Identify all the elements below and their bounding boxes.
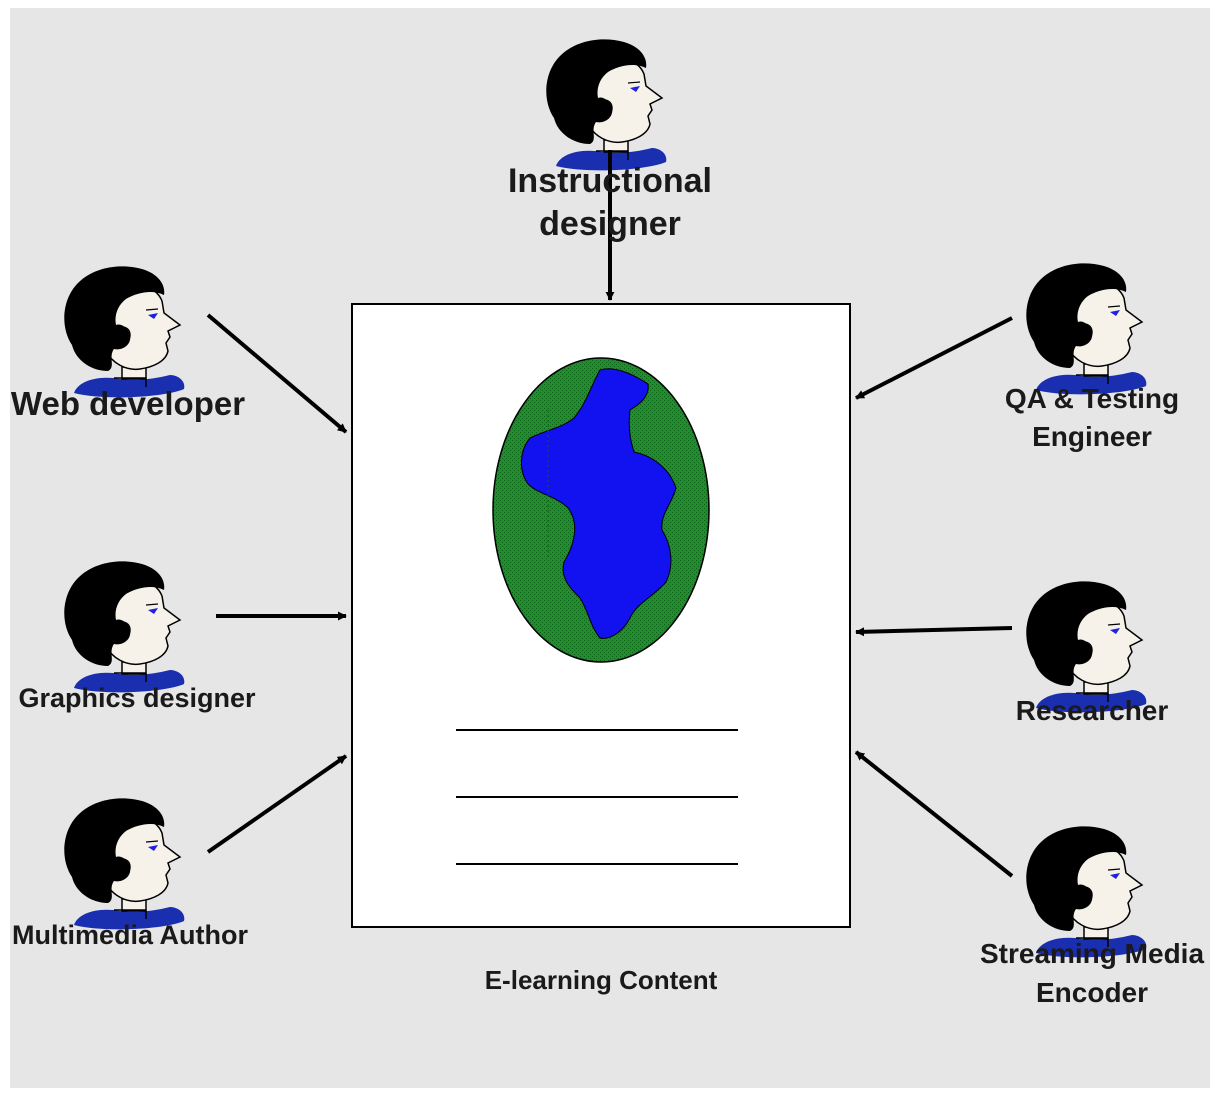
label-multimedia: Multimedia Author [12, 920, 248, 950]
globe-icon [492, 357, 710, 663]
arrow-qa [855, 316, 1013, 400]
label-instructional-line1: Instructional [508, 162, 712, 200]
label-graphics: Graphics designer [18, 683, 256, 713]
label-streaming-line1: Streaming Media [980, 938, 1204, 969]
arrow-web [206, 313, 348, 434]
label-qa-line2: Engineer [1032, 421, 1152, 452]
label-qa-line1: QA & Testing [1005, 383, 1179, 414]
label-streaming-line2: Encoder [1036, 977, 1148, 1008]
arrow-researcher [855, 626, 1013, 637]
arrow-multimedia [206, 754, 348, 854]
content-caption: E-learning Content [485, 965, 718, 995]
label-instructional-line2: designer [539, 205, 681, 243]
arrow-streaming [854, 750, 1014, 878]
label-web: Web developer [11, 385, 245, 422]
label-researcher: Researcher [1016, 695, 1169, 726]
